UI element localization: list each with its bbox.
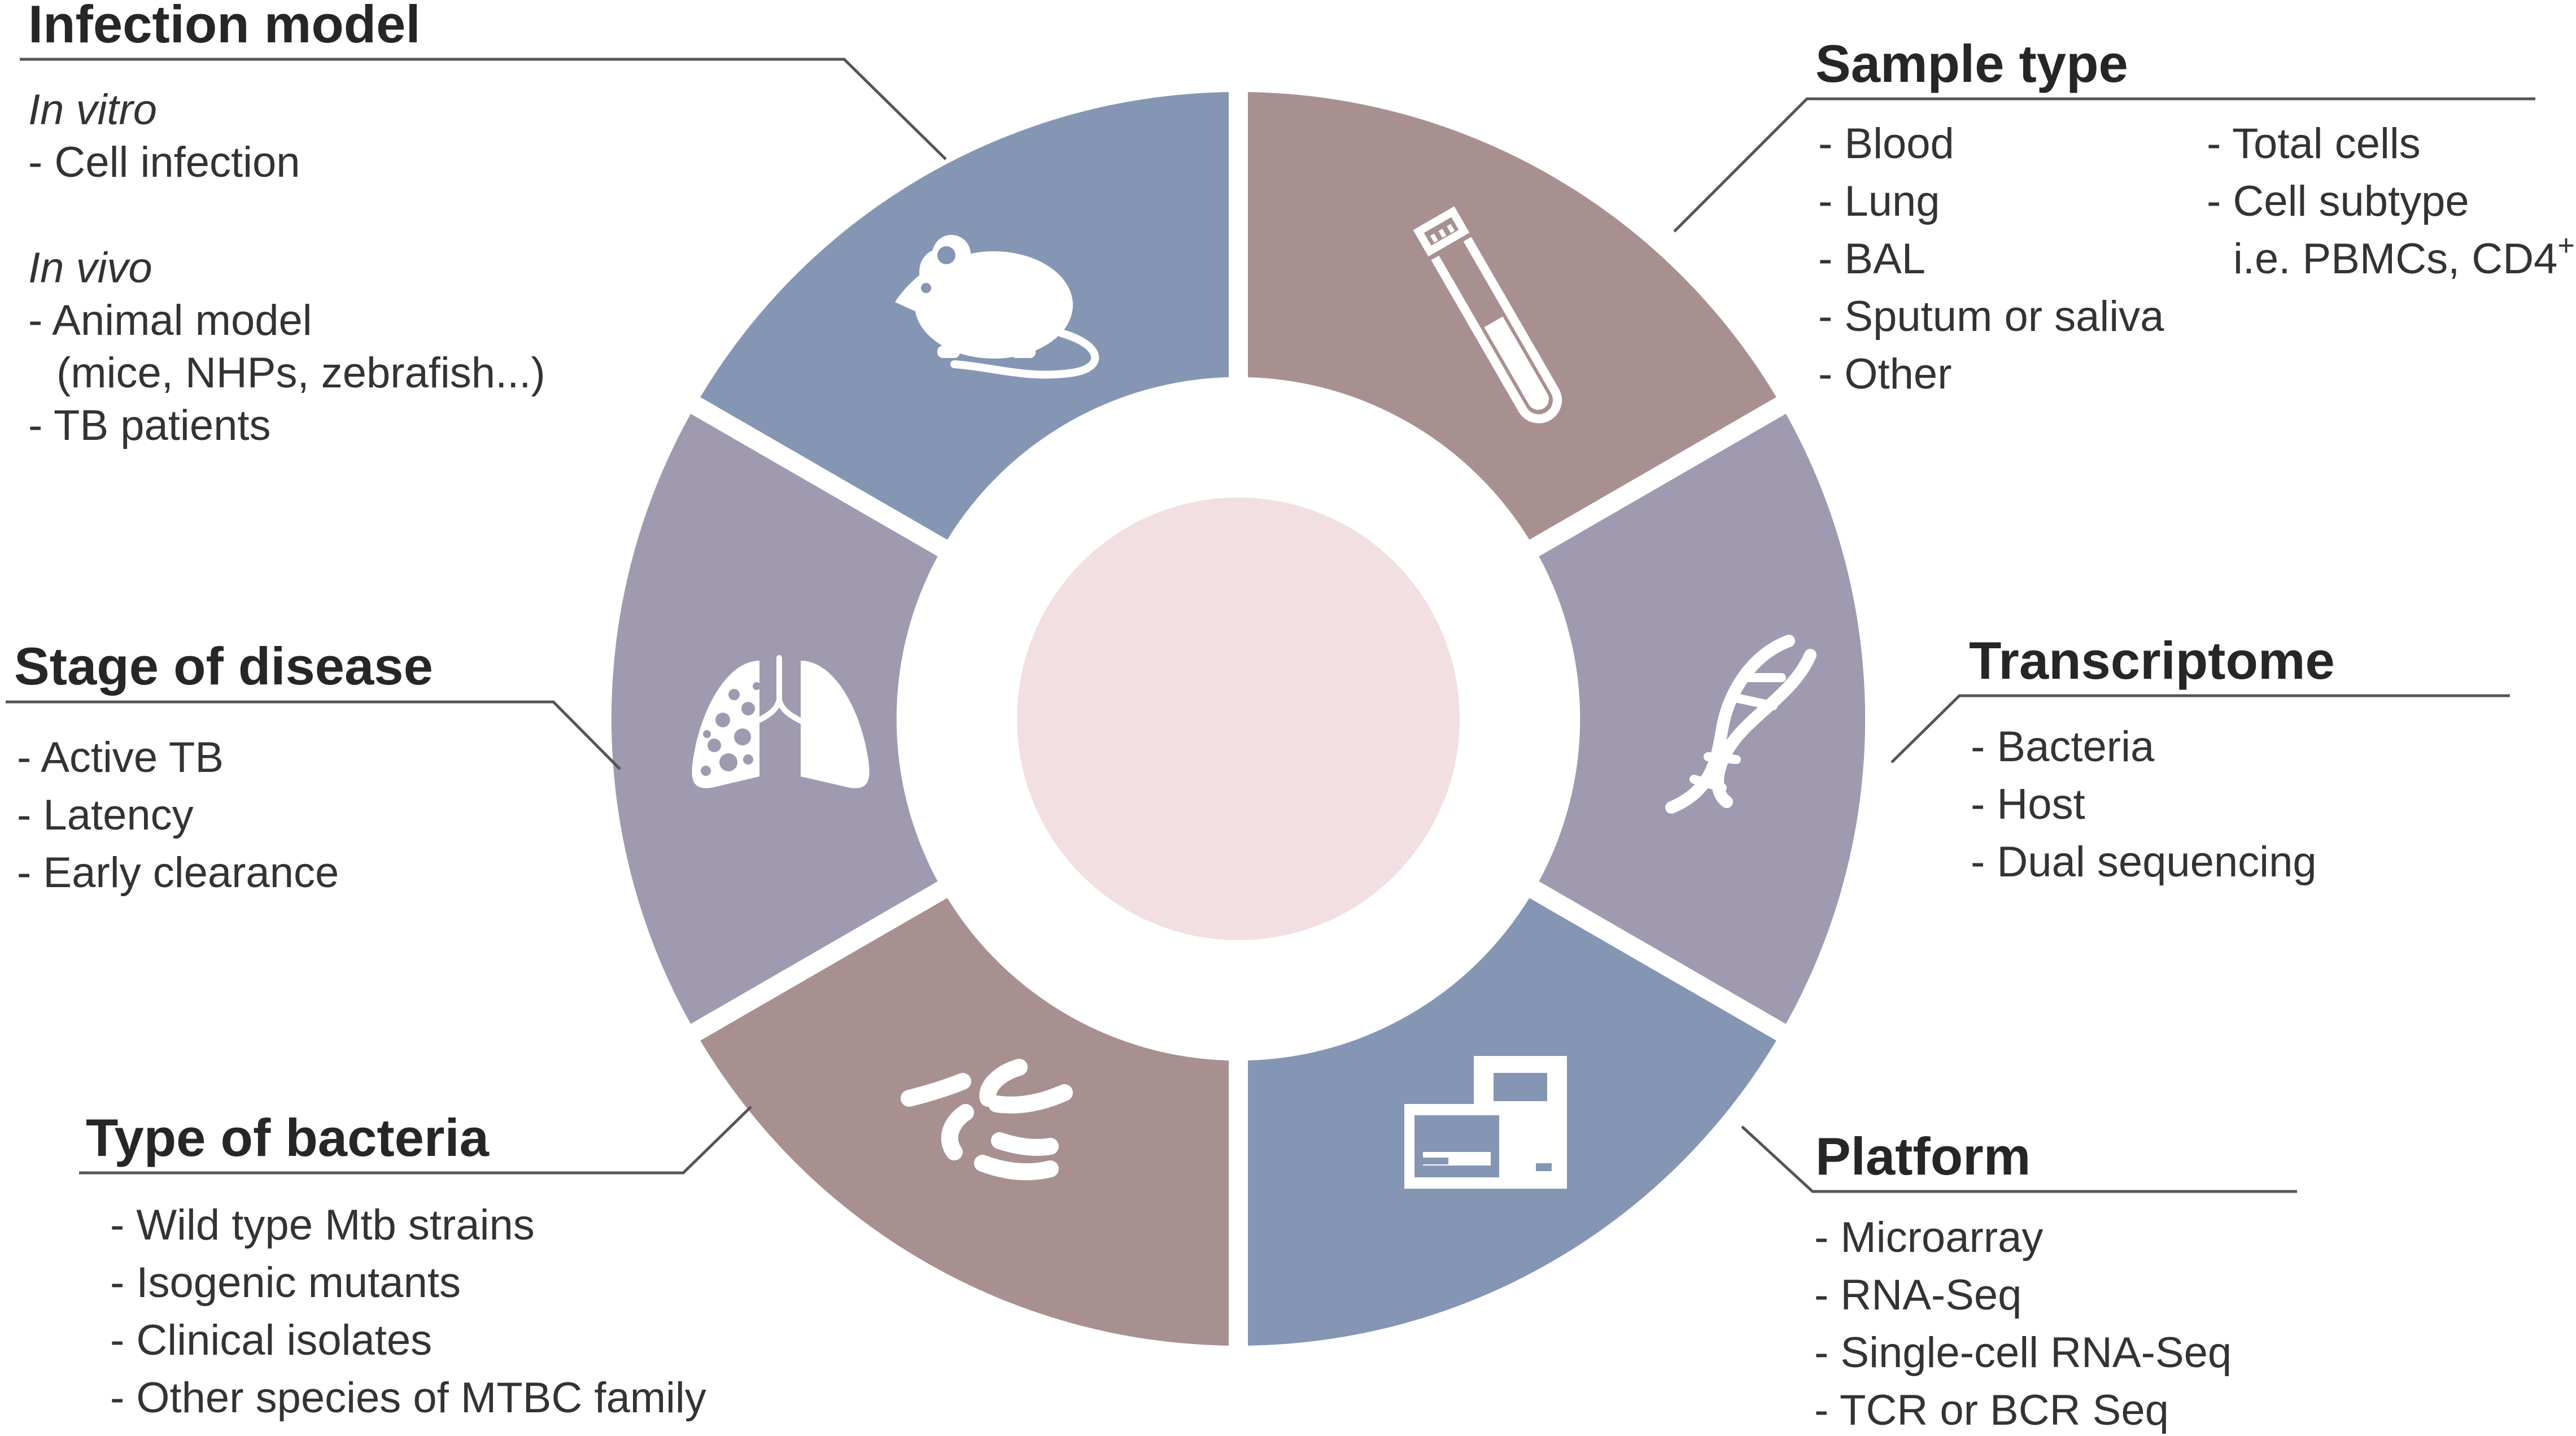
sample-type-item: - Lung — [1818, 177, 1940, 225]
transcriptome-title: Transcriptome — [1969, 631, 2335, 690]
stage-of-disease-title: Stage of disease — [14, 636, 433, 696]
platform-item: - RNA-Seq — [1814, 1271, 2021, 1319]
platform-title: Platform — [1815, 1127, 2031, 1186]
transcriptome-leader — [1890, 694, 2510, 763]
sample-type-item: - Blood — [1818, 120, 1954, 168]
sample-type-item: - Other — [1818, 350, 1952, 398]
cell-subtype-item: - Cell subtype — [2207, 177, 2469, 225]
lungs-icon — [692, 655, 870, 788]
sample-type-leader — [1673, 97, 2535, 233]
cell-infection-item: - Cell infection — [28, 138, 300, 186]
transcriptome-item: - Dual sequencing — [1971, 838, 2317, 886]
transcriptome-item: - Host — [1971, 780, 2085, 828]
type-of-bacteria-item: - Clinical isolates — [110, 1316, 432, 1364]
mouse-icon — [895, 235, 1099, 379]
transcriptome-item: - Bacteria — [1971, 723, 2155, 771]
in-vitro-label: In vitro — [28, 86, 157, 134]
total-cells-item: - Total cells — [2207, 120, 2421, 168]
sample-type-item: - Sputum or saliva — [1818, 293, 2164, 341]
type-of-bacteria-leader — [79, 1106, 752, 1175]
transcriptome-block: Transcriptome - Bacteria - Host - Dual s… — [1969, 631, 2335, 886]
type-of-bacteria-block: Type of bacteria - Wild type Mtb strains… — [86, 1108, 706, 1422]
sample-type-title: Sample type — [1815, 34, 2128, 93]
sample-type-item: - BAL — [1818, 235, 1926, 283]
sample-type-block: Sample type - Blood - Lung - BAL - Sputu… — [1815, 34, 2575, 398]
stage-of-disease-block: Stage of disease - Active TB - Latency -… — [14, 636, 433, 897]
animal-model-item: - Animal model — [28, 296, 312, 344]
infection-model-leader — [20, 58, 947, 160]
platform-item: - Microarray — [1814, 1214, 2043, 1262]
platform-item: - Single-cell RNA-Seq — [1814, 1329, 2232, 1377]
bacteria-icon — [901, 1059, 1073, 1181]
test-tube-icon — [1413, 206, 1562, 424]
platform-block: Platform - Microarray - RNA-Seq - Single… — [1814, 1127, 2232, 1434]
subtype-example-text: i.e. PBMCs, CD4 — [2233, 235, 2557, 283]
stage-of-disease-item: - Early clearance — [17, 849, 339, 897]
stage-of-disease-leader — [6, 700, 621, 770]
stage-of-disease-item: - Active TB — [17, 734, 224, 782]
subtype-example-item: i.e. PBMCs, CD4+ — [2233, 229, 2575, 283]
infection-model-title: Infection model — [28, 0, 421, 54]
platform-leader — [1741, 1125, 2297, 1193]
dna-icon — [1665, 635, 1817, 814]
leader-lines — [6, 58, 2535, 1193]
in-vivo-label: In vivo — [28, 244, 152, 292]
type-of-bacteria-title: Type of bacteria — [86, 1108, 490, 1167]
infection-model-block: Infection model In vitro - Cell infectio… — [28, 0, 545, 449]
segment-transcriptome — [1539, 413, 1866, 1024]
superscript-plus: + — [2557, 229, 2574, 262]
type-of-bacteria-item: - Other species of MTBC family — [110, 1374, 706, 1422]
segment-stage-of-disease — [611, 413, 938, 1024]
sequencer-icon — [1404, 1056, 1567, 1189]
type-of-bacteria-item: - Isogenic mutants — [110, 1259, 461, 1307]
tb-patients-item: - TB patients — [28, 401, 270, 449]
center-circle — [1017, 497, 1460, 940]
stage-of-disease-item: - Latency — [17, 791, 194, 839]
type-of-bacteria-item: - Wild type Mtb strains — [110, 1201, 535, 1249]
platform-item: - TCR or BCR Seq — [1814, 1386, 2169, 1434]
animal-examples-item: (mice, NHPs, zebrafish...) — [56, 349, 545, 397]
